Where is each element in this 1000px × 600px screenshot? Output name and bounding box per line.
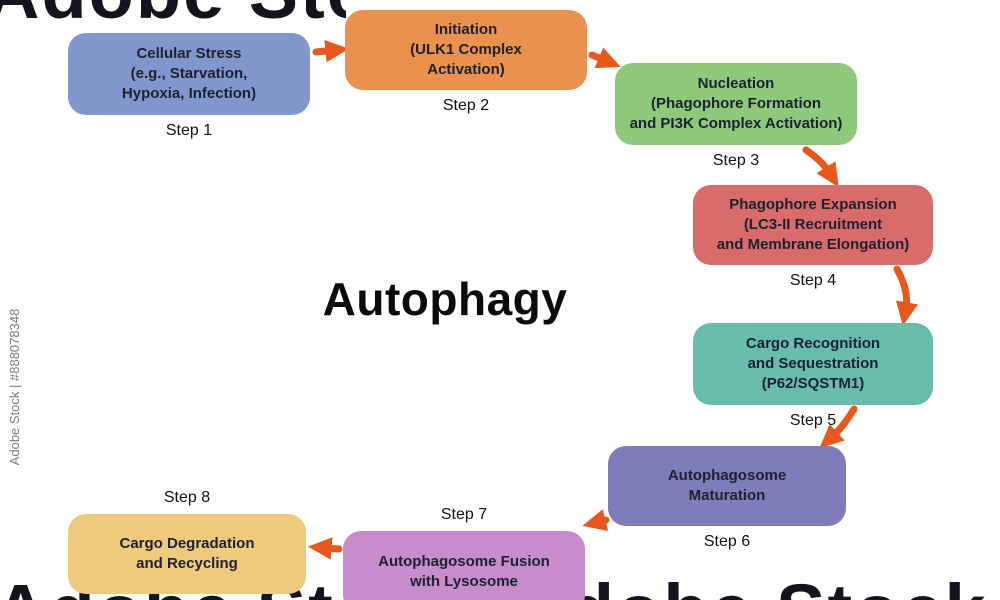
arrow-step6-step7 bbox=[582, 509, 610, 532]
step-label-3: Step 3 bbox=[712, 152, 760, 169]
step-2: Initiation (ULK1 Complex Activation) Ste… bbox=[345, 10, 587, 115]
step-box-autophagosome-maturation: Autophagosome Maturation bbox=[608, 446, 846, 526]
watermark-strip-top: Adobe Stock Adobe Stock Adobe Stock bbox=[0, 0, 346, 27]
arrow-step2-step3 bbox=[588, 47, 621, 69]
step-box-cargo-degradation: Cargo Degradation and Recycling bbox=[68, 514, 306, 594]
watermark-tile-text: Adobe Stock Adobe Stock Adobe Stock bbox=[0, 0, 346, 27]
step-6: Autophagosome Maturation Step 6 bbox=[608, 446, 846, 551]
step-box-nucleation: Nucleation (Phagophore Formation and PI3… bbox=[615, 63, 857, 145]
step-box-initiation: Initiation (ULK1 Complex Activation) bbox=[345, 10, 587, 90]
step-box-phagophore-expansion: Phagophore Expansion (LC3-II Recruitment… bbox=[693, 185, 933, 265]
step-label-4: Step 4 bbox=[789, 272, 837, 289]
step-label-8: Step 8 bbox=[163, 489, 211, 506]
step-3: Nucleation (Phagophore Formation and PI3… bbox=[615, 63, 857, 170]
diagram-title: Autophagy bbox=[322, 273, 568, 325]
step-8: Cargo Degradation and Recycling Step 8 bbox=[68, 489, 306, 594]
step-4: Phagophore Expansion (LC3-II Recruitment… bbox=[693, 185, 933, 290]
step-label-7: Step 7 bbox=[440, 506, 488, 523]
watermark-side-text: Adobe Stock | #888078348 bbox=[7, 308, 22, 466]
step-label-2: Step 2 bbox=[442, 97, 490, 114]
step-box-autophagosome-fusion: Autophagosome Fusion with Lysosome bbox=[343, 531, 585, 600]
step-label-6: Step 6 bbox=[703, 533, 751, 550]
step-5: Cargo Recognition and Sequestration (P62… bbox=[693, 323, 933, 430]
step-1: Cellular Stress (e.g., Starvation, Hypox… bbox=[68, 33, 310, 140]
arrow-step7-step8 bbox=[307, 537, 343, 560]
step-label-1: Step 1 bbox=[165, 122, 213, 139]
step-label-5: Step 5 bbox=[789, 412, 837, 429]
step-box-cellular-stress: Cellular Stress (e.g., Starvation, Hypox… bbox=[68, 33, 310, 115]
arrow-step1-step2 bbox=[312, 39, 350, 63]
step-7: Autophagosome Fusion with Lysosome Step … bbox=[343, 506, 585, 600]
step-box-cargo-recognition: Cargo Recognition and Sequestration (P62… bbox=[693, 323, 933, 405]
